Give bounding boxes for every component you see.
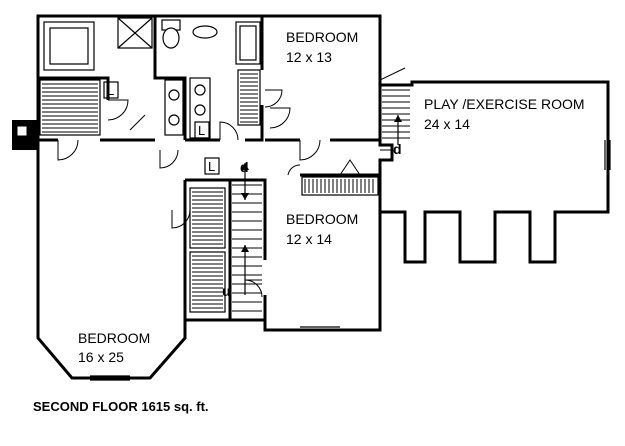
closet-left-hatch	[42, 83, 98, 133]
bathtub-left	[43, 21, 95, 71]
room-name-bedroom-mid: BEDROOM	[286, 211, 358, 227]
room-name-bedroom-large: BEDROOM	[78, 330, 150, 346]
closet-mid-hatch	[192, 191, 223, 245]
linen-mark-2: L	[198, 123, 205, 138]
room-size-play: 24 x 14	[424, 116, 470, 132]
room-size-bedroom-mid: 12 x 14	[286, 231, 332, 247]
stair-main	[232, 184, 262, 312]
vanity-sink-4	[194, 104, 206, 116]
windows	[90, 140, 611, 381]
stair-down-mark-2: d	[393, 141, 402, 157]
room-size-bedroom-large: 16 x 25	[78, 349, 124, 365]
chimney-flue	[16, 125, 28, 137]
stair-down-mark-1: d	[240, 159, 249, 175]
floor-caption: SECOND FLOOR 1615 sq. ft.	[33, 399, 209, 414]
room-size-bedroom-top: 12 x 13	[286, 49, 332, 65]
closet-lower-hatch	[192, 255, 223, 309]
closet-bedroom-mid	[301, 176, 379, 196]
toilet	[162, 27, 180, 49]
closet-top-mid-hatch	[240, 73, 258, 123]
stair-up-mark: u	[222, 283, 231, 299]
closet-mid	[189, 187, 226, 249]
room-name-play: PLAY /EXERCISE ROOM	[424, 96, 585, 112]
interior-walls	[38, 16, 380, 320]
vanity-sink-2	[168, 114, 180, 126]
linen-mark-3: L	[208, 159, 215, 174]
room-name-bedroom-top: BEDROOM	[286, 29, 358, 45]
exterior-walls	[36, 14, 610, 380]
stair-arrows	[241, 115, 402, 295]
closet-lower	[189, 251, 226, 313]
linen-mark-1: L	[107, 83, 114, 98]
vanity-sink-1	[168, 89, 180, 101]
closet-bedroom-mid-hatch	[304, 179, 374, 193]
sink	[192, 25, 218, 39]
doors	[57, 67, 406, 298]
vanity	[164, 79, 184, 136]
stair-play	[382, 89, 410, 139]
closet-top-mid	[237, 69, 261, 126]
vanity-sink-3	[194, 84, 206, 96]
closet-left	[39, 79, 101, 136]
